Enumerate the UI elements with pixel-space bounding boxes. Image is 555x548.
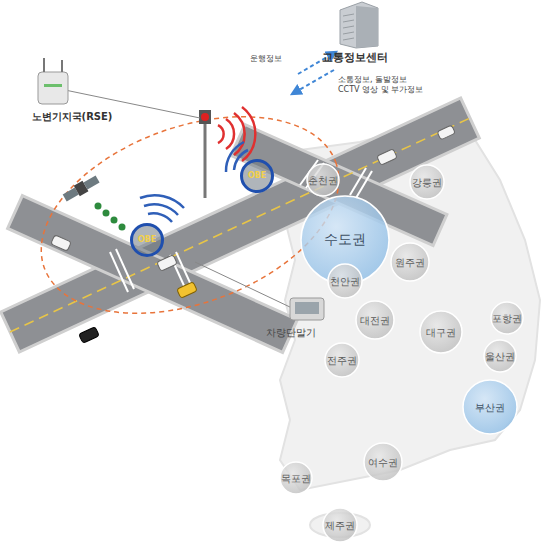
- peninsula-outline: [280, 128, 540, 490]
- obe-ring-circle: [132, 225, 163, 256]
- vehicle-terminal-device: [290, 298, 324, 320]
- rse-device: [38, 72, 68, 104]
- region-disc-circle: [420, 311, 462, 353]
- region-circle: 여수권: [363, 442, 403, 482]
- antenna: [43, 58, 45, 72]
- obe-ring-circle: [242, 161, 273, 192]
- region-circle: 원주권: [390, 242, 430, 282]
- terminal-screen: [295, 302, 319, 314]
- data-flow-label: 소통정보, 돌발정보: [338, 76, 407, 85]
- region-disc-circle: [325, 343, 359, 377]
- region-disc-circle: [491, 302, 523, 334]
- region-name: 수도권: [324, 232, 366, 247]
- region-disc-circle: [391, 243, 429, 281]
- region-name: 목포권: [281, 473, 311, 484]
- region-name: 울산권: [485, 351, 515, 362]
- region-name: 부산권: [475, 402, 505, 413]
- region-name: 대전권: [360, 315, 390, 326]
- region-name: 원주권: [395, 257, 425, 268]
- signal-pole: [204, 112, 207, 198]
- region-circle: 강릉권: [409, 164, 445, 200]
- obe-circle: OBE: [240, 159, 274, 193]
- building: [340, 2, 378, 48]
- region-disc-circle: [484, 340, 516, 372]
- signal-light: [201, 113, 209, 121]
- cross-road: [8, 196, 298, 353]
- region-disc-circle: [463, 380, 517, 434]
- region-name: 전주권: [327, 355, 357, 366]
- region-circle: 전주권: [324, 342, 360, 378]
- gps-signal-dots: [95, 203, 126, 231]
- center-label: 교통정보센터: [310, 50, 400, 66]
- data-flow-label: CCTV 영상 및 부가정보: [338, 86, 423, 95]
- region-name: 여수권: [368, 457, 398, 468]
- region-circle: 대구권: [419, 310, 463, 354]
- region-circle: 대전권: [355, 300, 395, 340]
- downlink-arrow: [292, 70, 334, 94]
- status-led: [44, 84, 62, 87]
- region-circle: 제주권: [322, 507, 358, 543]
- region-name: 포항권: [492, 313, 522, 324]
- satellite: [62, 174, 101, 203]
- region-disc-circle: [280, 462, 312, 494]
- region-circle: 울산권: [483, 339, 517, 373]
- region-name: 춘천권: [308, 175, 338, 186]
- caption-text: 노변기지국(RSE): [32, 111, 113, 122]
- obe-waves: [140, 142, 248, 222]
- region-circle: 목포권: [279, 461, 313, 495]
- region-disc-circle: [323, 508, 357, 542]
- region-disc-circle: [307, 164, 339, 196]
- region-disc-circle: [328, 264, 362, 298]
- obe-text: OBE: [248, 172, 266, 181]
- rse-waves: [218, 107, 255, 161]
- region-circle: 춘천권: [306, 163, 340, 197]
- rse-label: 노변기지국(RSE): [22, 108, 122, 124]
- caption-text: 교통정보센터: [322, 52, 388, 64]
- region-name: 제주권: [325, 520, 355, 531]
- region-disc-circle: [356, 301, 394, 339]
- region-disc-circle: [410, 165, 444, 199]
- car: [51, 125, 456, 343]
- signal-head: [199, 110, 211, 124]
- region-disc-circle: [364, 443, 402, 481]
- region-name: 강릉권: [412, 177, 442, 188]
- data-flow-label: 운행정보: [250, 55, 282, 64]
- region-name: 대구권: [426, 327, 456, 338]
- obe-text: OBE: [138, 236, 156, 245]
- region-circle: 천안권: [327, 263, 363, 299]
- region-circle: 부산권: [462, 379, 518, 435]
- caption-text: 차량단말기: [266, 327, 316, 338]
- leader-line: [195, 262, 292, 308]
- region-name: 천안권: [330, 276, 360, 287]
- antenna: [61, 60, 63, 72]
- main-road: [1, 98, 480, 352]
- region-circle: 포항권: [490, 301, 524, 335]
- terminal-label: 차량단말기: [256, 324, 326, 340]
- obe-circle: OBE: [130, 223, 164, 257]
